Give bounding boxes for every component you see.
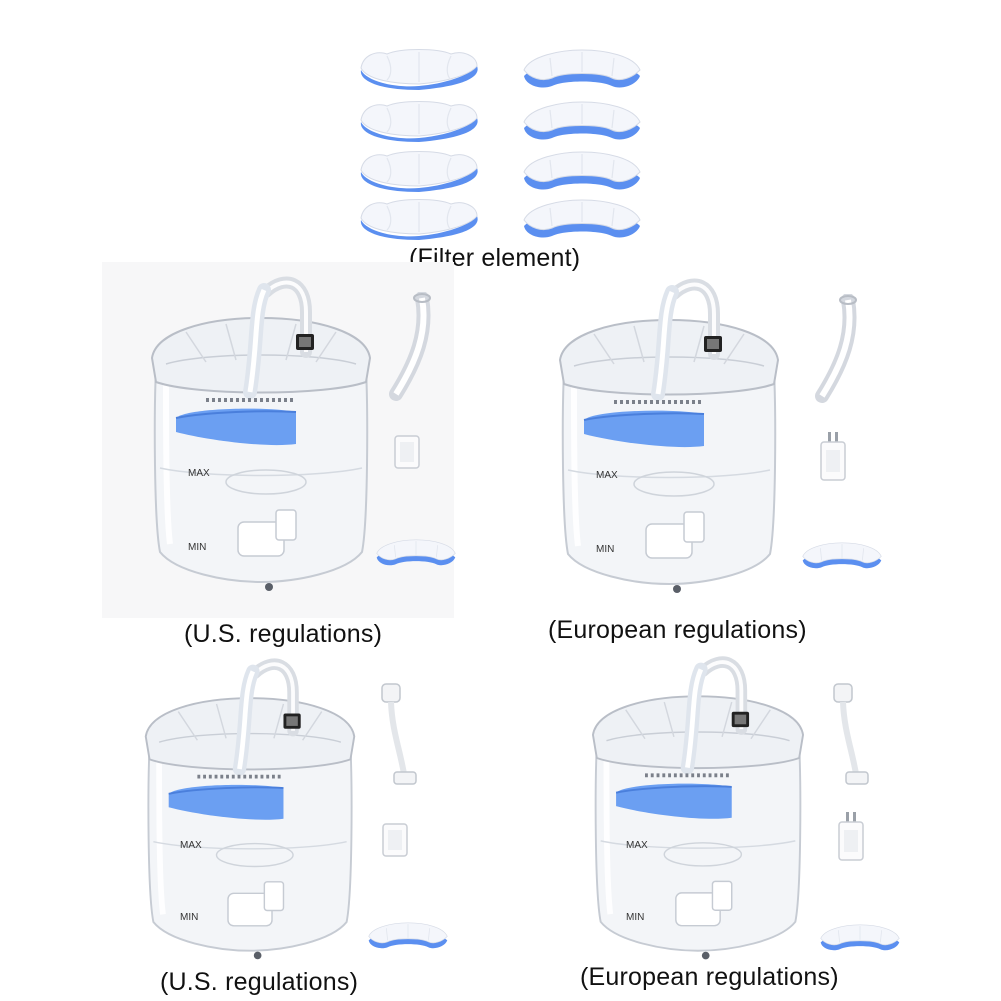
filter-cartridge	[818, 922, 902, 952]
silicone-tube	[812, 294, 862, 404]
water-fountain: MAX MIN	[146, 272, 376, 602]
min-mark: MIN	[626, 912, 645, 923]
filter-cartridge	[520, 46, 644, 90]
max-mark: MAX	[626, 840, 648, 851]
water-fountain: MAX MIN	[554, 274, 784, 604]
us-power-adapter	[392, 432, 422, 472]
filter-cartridge	[357, 98, 481, 142]
panel-caption: (U.S. regulations)	[184, 620, 383, 648]
min-mark: MIN	[180, 912, 199, 923]
max-mark: MAX	[180, 840, 202, 851]
eu-power-adapter	[818, 432, 848, 484]
max-mark: MAX	[596, 470, 618, 481]
min-mark: MIN	[188, 542, 207, 553]
water-fountain: MAX MIN	[586, 652, 810, 970]
max-mark: MAX	[188, 468, 210, 479]
filter-cartridge	[357, 196, 481, 240]
silicone-tube	[386, 292, 436, 402]
filter-cartridge	[357, 46, 481, 90]
filter-cartridge	[520, 148, 644, 192]
gooseneck-tube	[826, 680, 876, 790]
filter-cartridge	[800, 540, 884, 570]
gooseneck-tube	[374, 680, 424, 790]
filter-cartridge	[366, 920, 450, 950]
us-power-adapter	[380, 820, 410, 860]
filter-cartridge	[520, 98, 644, 142]
min-mark: MIN	[596, 544, 615, 555]
panel-caption: (European regulations)	[580, 963, 839, 991]
panel-caption: (European regulations)	[548, 616, 807, 644]
filter-cartridge	[374, 537, 458, 567]
filter-cartridge	[520, 196, 644, 240]
filter-cartridge	[357, 148, 481, 192]
panel-caption: (U.S. regulations)	[160, 968, 359, 996]
water-fountain: MAX MIN	[140, 654, 360, 970]
eu-power-adapter	[836, 812, 866, 864]
